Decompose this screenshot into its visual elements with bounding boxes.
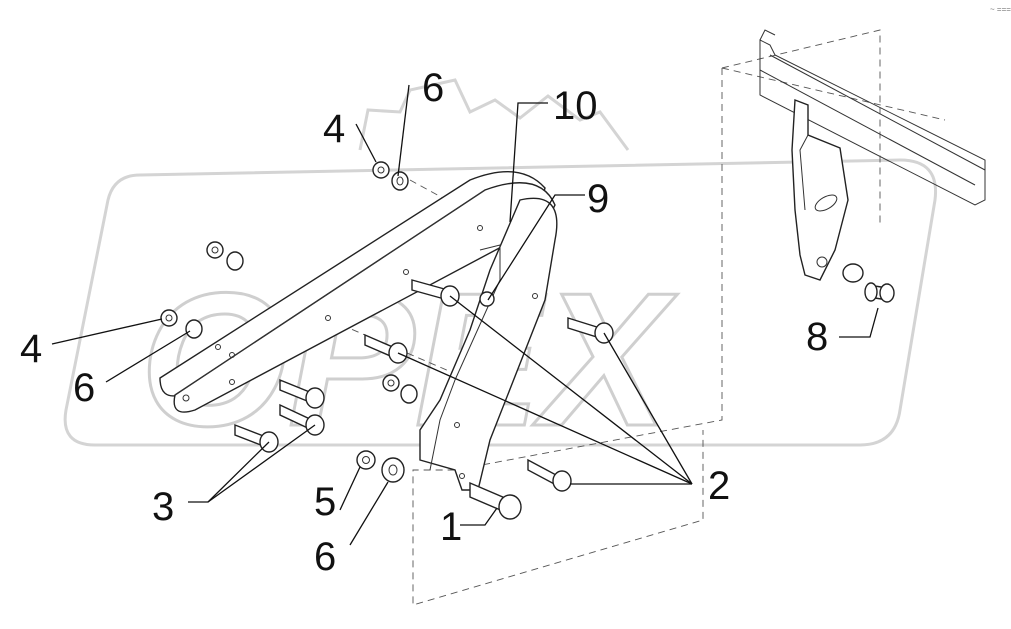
label-6-top: 6 [422, 66, 444, 110]
part-labels: 6 4 10 9 4 6 8 2 3 5 1 6 [20, 66, 828, 579]
label-5: 5 [314, 480, 336, 524]
label-8: 8 [806, 315, 828, 359]
label-9: 9 [587, 177, 609, 221]
bolt-1 [498, 494, 522, 520]
corner-mark: ~ === [990, 5, 1011, 14]
fasteners-bolts [234, 279, 614, 520]
nut-5 [356, 450, 376, 470]
nut-left-top [206, 241, 224, 259]
label-1: 1 [440, 505, 462, 549]
label-4-left: 4 [20, 327, 42, 371]
leader-lines [51, 84, 879, 546]
nut-center [382, 374, 400, 392]
bushing-part-8 [842, 263, 895, 303]
arm-part-9 [419, 197, 558, 491]
label-10: 10 [553, 84, 598, 128]
nut-4-left [160, 309, 178, 327]
label-3: 3 [152, 485, 174, 529]
washer-center [400, 384, 418, 404]
bolt-2-d [552, 470, 572, 492]
label-6-left: 6 [73, 366, 95, 410]
bolt-3-a [305, 387, 325, 409]
label-2: 2 [708, 464, 730, 508]
label-6-bottom: 6 [314, 535, 336, 579]
arm-part-10 [159, 170, 556, 413]
washer-6-left [185, 319, 203, 339]
nut-4-top [372, 161, 390, 179]
frame-bracket [791, 99, 849, 281]
washer-6-top [391, 171, 409, 191]
label-4-top: 4 [323, 107, 345, 151]
washer-left-top [226, 251, 244, 271]
washer-6-bottom [381, 457, 405, 483]
